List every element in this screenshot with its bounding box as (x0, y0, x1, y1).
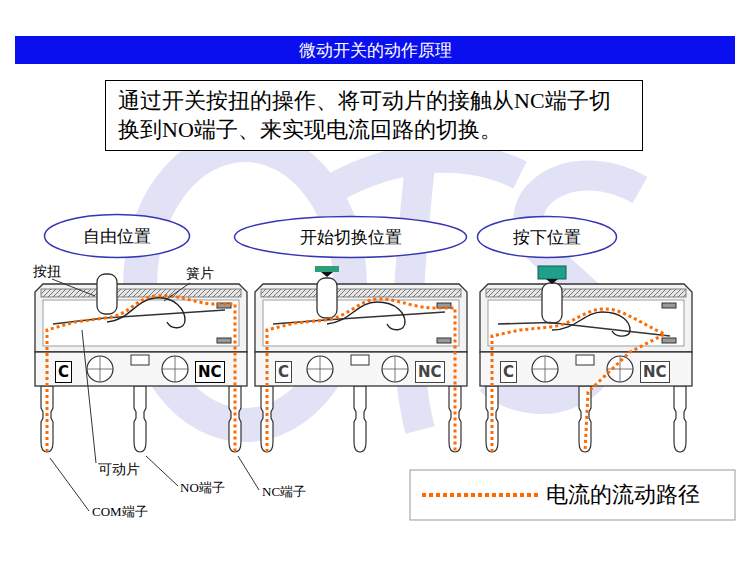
housing-lid (41, 289, 241, 297)
description-text: 通过开关按扭的操作、将可动片的接触从NC端子切换到NO端子、来实现电流回路的切换… (118, 87, 630, 144)
plunger (542, 283, 562, 323)
cavity (43, 300, 239, 346)
mount-hole-cross (532, 356, 558, 382)
cavity (488, 300, 684, 346)
mount-hole (382, 356, 408, 382)
part-label: 可动片 (98, 462, 140, 479)
mount-hole-cross (382, 356, 408, 382)
state-ellipse: 按下位置 (476, 215, 618, 259)
ellipse-shape (478, 217, 617, 258)
legend-sample-line (422, 493, 538, 497)
movable-plate (53, 310, 225, 324)
mount-hole (87, 356, 113, 382)
state-label: 开始切换位置 (300, 226, 402, 249)
terminal-pin (674, 386, 686, 452)
mount-hole-cross (307, 356, 333, 382)
terminal-block (480, 352, 692, 386)
description-box: 通过开关按扭的操作、将可动片的接触从NC端子切换到NO端子、来实现电流回路的切换… (105, 80, 643, 151)
ellipse-shape (235, 217, 467, 258)
state-label: 按下位置 (513, 226, 581, 249)
spring-leaf (107, 298, 185, 328)
plunger (97, 274, 117, 314)
terminal-block-slot (131, 355, 149, 365)
housing-lid (486, 289, 686, 297)
terminal-mark: C (55, 361, 72, 383)
housing (480, 284, 692, 352)
nc-contact (662, 303, 676, 308)
housing (255, 284, 467, 352)
terminal-mark: NC (195, 361, 225, 383)
legend-text: 电流的流动路径 (546, 480, 700, 510)
part-label: COM端子 (92, 504, 148, 520)
movable-plate (273, 312, 445, 324)
part-label: 按扭 (33, 264, 61, 281)
part-label: NC端子 (262, 484, 306, 500)
housing (35, 284, 247, 352)
terminal-block (255, 352, 467, 386)
leader-line (146, 456, 178, 486)
cavity (263, 300, 459, 346)
terminal-pin (354, 386, 366, 452)
part-label: 簧片 (186, 266, 214, 283)
ellipse-shape (45, 215, 190, 258)
part-label: NO端子 (180, 480, 225, 496)
press-marker (315, 266, 339, 272)
no-contact (217, 338, 231, 343)
terminal-mark: NC (640, 361, 670, 383)
housing-lid (261, 289, 461, 297)
legend-box (410, 470, 735, 520)
press-arrow (321, 272, 333, 277)
terminal-mark: C (500, 361, 517, 383)
leader-line (164, 283, 190, 301)
micro-switch (255, 266, 467, 452)
no-contact (437, 338, 451, 343)
leader-line (52, 279, 95, 296)
micro-switch (480, 266, 692, 452)
press-marker (538, 266, 566, 279)
slide-title: 微动开关的动作原理 (15, 36, 735, 64)
leader-line (238, 456, 259, 490)
state-label: 自由位置 (83, 225, 151, 248)
mount-hole (307, 356, 333, 382)
terminal-pin (134, 386, 146, 452)
terminal-block-slot (576, 355, 594, 365)
terminal-mark: C (275, 361, 292, 383)
title-bar (15, 36, 735, 64)
no-contact (662, 338, 676, 343)
press-arrow (546, 279, 558, 284)
legend-item: 电流的流动路径 (546, 480, 700, 510)
leader-line (82, 330, 96, 463)
mount-hole-cross (162, 356, 188, 382)
terminal-mark: NC (415, 361, 445, 383)
micro-switch (35, 274, 247, 452)
state-ellipse: 开始切换位置 (233, 215, 468, 259)
mount-hole-cross (87, 356, 113, 382)
state-ellipse: 自由位置 (43, 213, 191, 259)
mount-hole (162, 356, 188, 382)
current-path (267, 299, 455, 452)
leader-line (50, 458, 89, 511)
mount-hole (532, 356, 558, 382)
terminal-block-slot (351, 355, 369, 365)
terminal-block (35, 352, 247, 386)
plunger (317, 278, 337, 318)
current-path (47, 296, 235, 452)
spring-leaf (327, 302, 405, 330)
